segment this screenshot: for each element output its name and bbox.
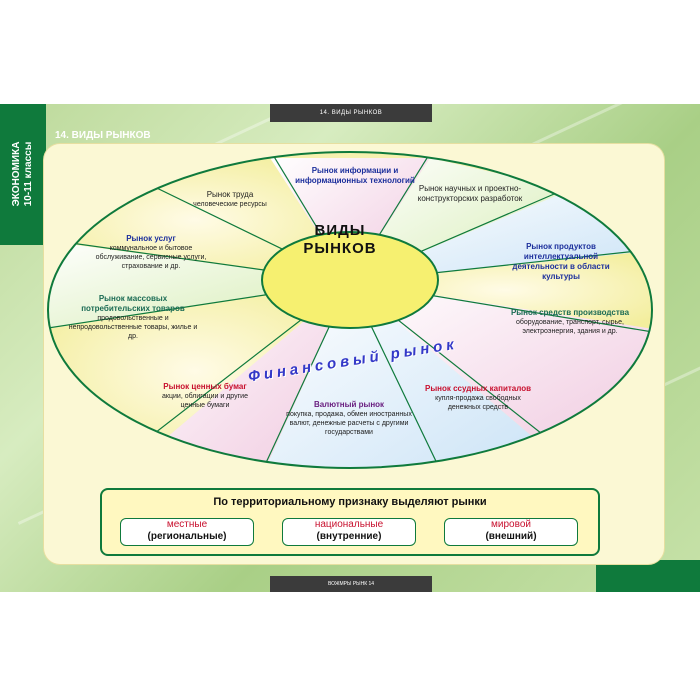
territorial-title: По территориальному признаку выделяют ры…: [213, 496, 487, 508]
sector-production: Рынок средств производства оборудование,…: [510, 308, 630, 335]
territorial-box: По территориальному признаку выделяют ры…: [100, 488, 600, 556]
territorial-national: национальные (внутренние): [282, 518, 416, 546]
sector-securities: Рынок ценных бумаг акции, облигации и др…: [162, 382, 248, 409]
territorial-local: местные (региональные): [120, 518, 254, 546]
section-title: 14. ВИДЫ РЫНКОВ: [55, 130, 151, 141]
center-title: ВИДЫ РЫНКОВ: [262, 222, 418, 258]
sector-research: Рынок научных и проектно-конструкторских…: [417, 184, 523, 203]
sector-services: Рынок услуг коммунальное и бытовое обслу…: [95, 234, 207, 270]
center-title-line1: ВИДЫ: [314, 222, 366, 239]
bottom-accent: [596, 560, 700, 592]
sector-information: Рынок информации и информационных технол…: [295, 166, 415, 185]
sector-loan-capital: Рынок ссудных капиталов купля-продажа св…: [424, 384, 532, 411]
sector-labor: Рынок труда человеческие ресурсы: [193, 190, 267, 208]
bottom-bar: ВОЖМРЫ РЫНК 14: [270, 576, 432, 592]
center-title-line2: РЫНКОВ: [303, 240, 377, 257]
subject-sidebar: ЭКОНОМИКА 10-11 классы: [0, 104, 46, 245]
top-bar: 14. ВИДЫ РЫНКОВ: [270, 104, 432, 122]
sector-currency: Валютный рынок покупка, продажа, обмен и…: [286, 400, 412, 436]
territorial-world: мировой (внешний): [444, 518, 578, 546]
sector-culture: Рынок продуктов интеллектуальной деятель…: [512, 242, 610, 281]
sector-consumer-goods: Рынок массовых потребительских товаров п…: [68, 294, 198, 340]
